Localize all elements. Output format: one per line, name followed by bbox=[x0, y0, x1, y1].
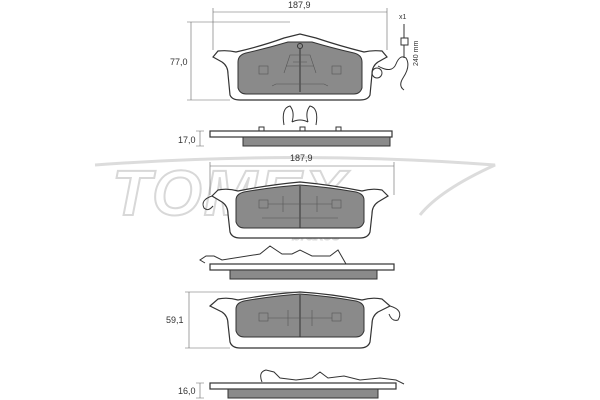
pad-clip-hook bbox=[202, 195, 214, 211]
sensor-plug bbox=[400, 37, 409, 46]
pad-side-view-top: 17,0 bbox=[178, 126, 393, 147]
sensor-length: 240 mm bbox=[413, 41, 420, 66]
spring-clip-profile bbox=[199, 245, 347, 265]
backing-plate-profile bbox=[209, 263, 395, 271]
lining-profile bbox=[229, 269, 378, 280]
pad-front-view-top: x1 240 mm 187,9 77,0 bbox=[170, 0, 420, 101]
sensor-quantity: x1 bbox=[399, 14, 407, 21]
backing-plate-profile bbox=[209, 130, 393, 138]
spring-clip-profile bbox=[260, 369, 405, 385]
dim-height-label: 77,0 bbox=[170, 57, 188, 67]
dim-line-width bbox=[212, 8, 388, 50]
backing-plate-profile bbox=[209, 382, 397, 390]
pad-front-view-middle: 187,9 bbox=[202, 153, 395, 239]
dim-line-thickness bbox=[196, 130, 204, 147]
lining-marker bbox=[331, 312, 342, 322]
lining-marker bbox=[258, 65, 269, 75]
wear-sensor-wire bbox=[377, 56, 409, 91]
lining-marker bbox=[331, 65, 342, 75]
lining-profile bbox=[242, 136, 391, 147]
dim-height-bottom-label: 59,1 bbox=[166, 315, 184, 325]
watermark-swoosh bbox=[94, 156, 496, 216]
spring-clip bbox=[282, 105, 318, 126]
lining-chamfer bbox=[271, 83, 329, 87]
mounting-hole bbox=[297, 43, 303, 49]
spring-clip-outline bbox=[268, 196, 332, 212]
clip-tabs bbox=[258, 126, 342, 131]
spring-clip-shape bbox=[282, 105, 318, 126]
lining-marker bbox=[258, 312, 269, 322]
dim-thickness-label: 17,0 bbox=[178, 135, 196, 145]
dim-thickness-bottom-label: 16,0 bbox=[178, 386, 196, 396]
dim-line-height bbox=[187, 21, 290, 101]
dim-line-height-bottom bbox=[185, 291, 296, 349]
lining-profile bbox=[227, 388, 379, 399]
spring-clip-outline bbox=[268, 310, 332, 326]
pad-side-view-bottom: 16,0 bbox=[178, 369, 405, 399]
dim-width-mid-label: 187,9 bbox=[290, 153, 313, 163]
spring-clip-outline bbox=[283, 54, 317, 74]
dim-line-thickness-bottom bbox=[196, 382, 204, 399]
pad-side-view-middle bbox=[199, 245, 395, 280]
pad-clip-hook bbox=[388, 305, 401, 321]
sensor-clip bbox=[371, 67, 383, 79]
dim-width-label: 187,9 bbox=[288, 0, 311, 10]
pad-front-view-bottom: 59,1 bbox=[166, 291, 401, 349]
dim-line-width-mid bbox=[209, 162, 395, 195]
